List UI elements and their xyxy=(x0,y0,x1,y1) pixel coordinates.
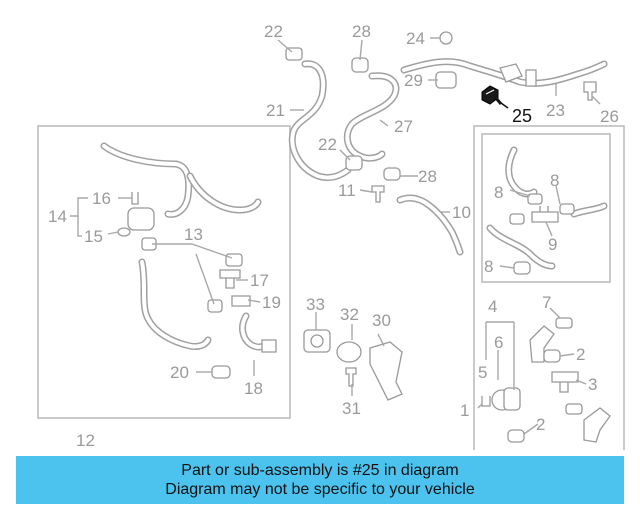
callout-23: 23 xyxy=(546,101,565,120)
callout-30: 30 xyxy=(372,311,391,330)
info-banner: Part or sub-assembly is #25 in diagram D… xyxy=(16,456,624,504)
subassembly-box-9 xyxy=(481,133,611,283)
callout-32: 32 xyxy=(340,305,359,324)
sensor-33 xyxy=(303,329,331,353)
callout-22-mid: 22 xyxy=(318,135,337,154)
callout-22-top: 22 xyxy=(264,22,283,41)
fitting-19 xyxy=(231,295,251,307)
bolt-11 xyxy=(371,185,385,203)
clip-16 xyxy=(131,192,139,205)
callout-6: 6 xyxy=(494,333,503,352)
clamp-2-a xyxy=(543,349,561,363)
clamp-8-d xyxy=(513,261,531,275)
assembly-box-12 xyxy=(37,125,291,419)
fitting-26 xyxy=(583,81,597,101)
callout-16: 16 xyxy=(92,189,111,208)
callout-28-mid: 28 xyxy=(418,167,437,186)
callout-21: 21 xyxy=(266,101,285,120)
pipe-23 xyxy=(400,58,608,87)
clamp-2-c xyxy=(507,429,525,443)
callout-29: 29 xyxy=(404,71,423,90)
callout-28-top: 28 xyxy=(352,22,371,41)
callout-11: 11 xyxy=(338,181,356,200)
clip-5 xyxy=(481,396,491,407)
clamp-13-c xyxy=(207,299,223,313)
callout-17: 17 xyxy=(250,271,269,290)
callout-7: 7 xyxy=(542,293,551,312)
connector-17 xyxy=(219,269,241,289)
plug-24 xyxy=(439,31,453,45)
callout-2-a: 2 xyxy=(576,345,585,364)
clamp-8-b xyxy=(559,203,575,215)
callout-9: 9 xyxy=(548,235,557,254)
hose-assembly-12 xyxy=(100,142,270,351)
callout-10: 10 xyxy=(452,203,471,222)
hose-assembly-9 xyxy=(486,146,608,270)
clamp-20 xyxy=(211,365,231,379)
flange-6 xyxy=(491,387,521,411)
callout-8-c: 8 xyxy=(484,257,493,276)
callout-5: 5 xyxy=(478,363,487,382)
callout-labels: 22 28 24 29 23 26 21 27 22 28 11 10 16 1… xyxy=(48,22,619,450)
callout-14: 14 xyxy=(48,207,67,226)
hose-end-14 xyxy=(127,207,155,231)
banner-line-2: Diagram may not be specific to your vehi… xyxy=(165,481,475,498)
callout-18: 18 xyxy=(244,379,263,398)
clamp-28-top xyxy=(351,57,369,73)
callout-15: 15 xyxy=(84,227,103,246)
clamp-28-mid xyxy=(383,167,401,181)
clamp-13-b xyxy=(225,253,243,267)
elbow-7 xyxy=(529,325,555,363)
callout-13: 13 xyxy=(184,225,203,244)
callout-8-a: 8 xyxy=(494,183,503,202)
bolt-31 xyxy=(345,367,357,387)
callout-3: 3 xyxy=(588,375,597,394)
clamp-8-a xyxy=(527,193,543,205)
assembly-box-1 xyxy=(473,125,625,450)
hose-10 xyxy=(396,194,464,256)
clamp-18 xyxy=(261,339,277,353)
leader-lines xyxy=(70,37,601,435)
parts-diagram: 22 28 24 29 23 26 21 27 22 28 11 10 16 1… xyxy=(37,22,625,450)
o-ring-15 xyxy=(117,227,131,237)
clamp-2-b xyxy=(565,403,583,415)
callout-27: 27 xyxy=(394,117,413,136)
elbow-1-bottom xyxy=(583,407,611,443)
clamp-29 xyxy=(435,71,457,89)
callout-20: 20 xyxy=(170,363,189,382)
clamp-7 xyxy=(555,317,573,329)
clamp-8-c xyxy=(509,213,525,225)
callout-31: 31 xyxy=(342,399,361,418)
callout-26: 26 xyxy=(600,107,619,126)
callout-8-b: 8 xyxy=(550,171,559,190)
hose-21 xyxy=(288,60,352,182)
callout-2-b: 2 xyxy=(536,415,545,434)
callout-19: 19 xyxy=(262,293,281,312)
banner-line-1: Part or sub-assembly is #25 in diagram xyxy=(181,462,459,479)
callout-1: 1 xyxy=(460,401,469,420)
thermostat-housing-30 xyxy=(369,341,403,401)
callout-24: 24 xyxy=(406,29,425,48)
callout-33: 33 xyxy=(306,295,325,314)
seal-32 xyxy=(336,341,362,363)
connector-9 xyxy=(531,206,559,223)
callout-12: 12 xyxy=(76,431,95,450)
callout-4: 4 xyxy=(488,297,497,316)
connector-3 xyxy=(551,371,579,393)
hose-27 xyxy=(343,72,400,162)
callout-25-highlighted: 25 xyxy=(512,106,532,126)
